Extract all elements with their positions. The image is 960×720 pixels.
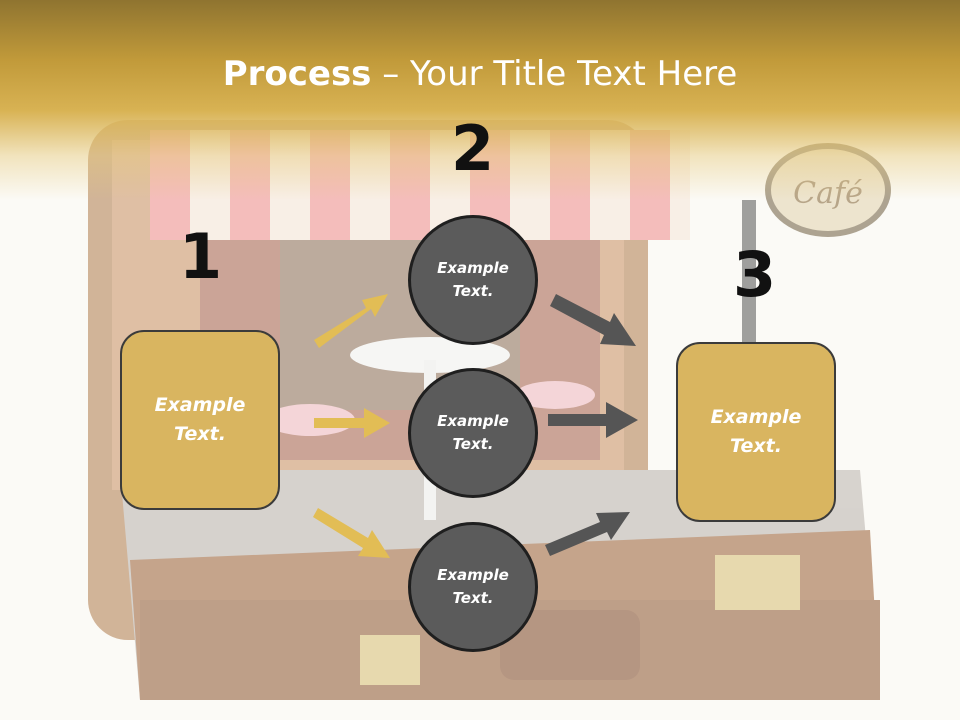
title-band	[0, 0, 960, 200]
arrow-right-icon	[314, 294, 388, 348]
circle-2-line-2: Text.	[452, 435, 494, 453]
circle-step-1[interactable]: Example Text.	[408, 215, 538, 345]
circle-1-line-2: Text.	[452, 282, 494, 300]
arrow-right-icon	[548, 402, 638, 438]
left-box-line-1: Example	[154, 394, 246, 416]
step-number-1: 1	[179, 220, 223, 293]
arrow-right-icon	[545, 512, 630, 556]
arrow-right-icon	[550, 294, 636, 346]
title-bold: Process	[222, 54, 372, 94]
right-box-line-1: Example	[710, 406, 802, 428]
step-number-2: 2	[451, 112, 495, 185]
right-box-line-2: Text.	[730, 435, 782, 457]
step-number-3: 3	[733, 238, 777, 311]
circle-1-line-1: Example	[437, 259, 509, 277]
circle-step-3[interactable]: Example Text.	[408, 522, 538, 652]
arrow-right-icon	[314, 408, 390, 438]
circle-step-2[interactable]: Example Text.	[408, 368, 538, 498]
right-text-box[interactable]: Example Text.	[676, 342, 836, 522]
slide-title: Process – Your Title Text Here	[0, 54, 960, 94]
circle-2-line-1: Example	[437, 412, 509, 430]
title-rest: – Your Title Text Here	[371, 54, 738, 94]
left-text-box[interactable]: Example Text.	[120, 330, 280, 510]
left-box-line-2: Text.	[174, 423, 226, 445]
circle-3-line-2: Text.	[452, 589, 494, 607]
arrow-right-icon	[313, 508, 390, 558]
circle-3-line-1: Example	[437, 566, 509, 584]
